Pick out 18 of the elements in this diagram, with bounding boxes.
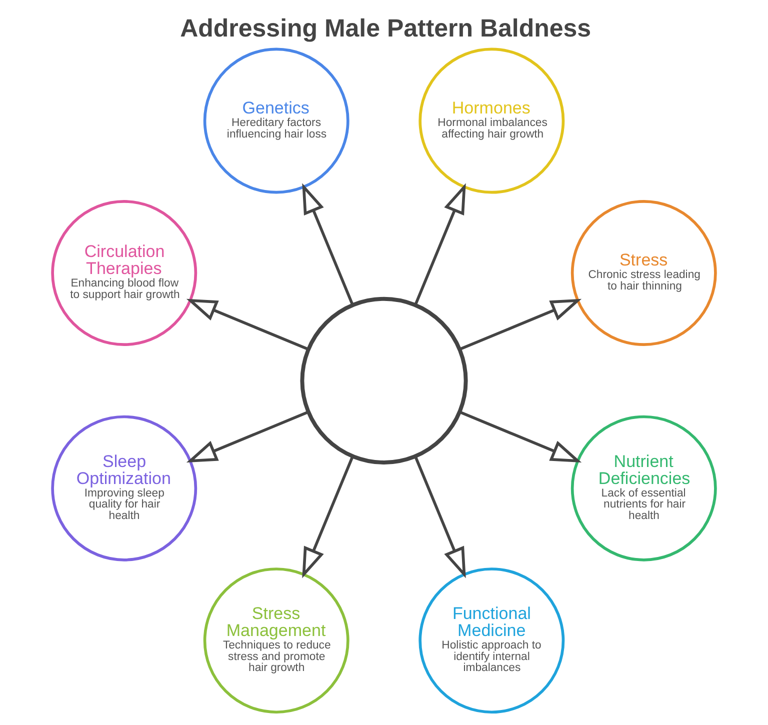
node-circle: Functional Medicine Holistic approach to identify internal imbalances (418, 568, 565, 714)
diagram-title: Addressing Male Pattern Baldness (180, 14, 592, 42)
node-circle: Circulation Therapies Enhancing blood flow to support hair growth (51, 200, 198, 346)
node-circle: Stress Chronic stress leading to hair thinning (570, 200, 717, 346)
arrow (414, 456, 466, 578)
arrow (459, 410, 582, 463)
arrow (186, 410, 309, 463)
arrow (414, 183, 466, 306)
arrow (302, 183, 354, 306)
arrow (459, 298, 582, 351)
arrow (302, 456, 354, 578)
arrow (186, 298, 309, 351)
node-circle: Nutrient Deficiencies Lack of essential nutrients for hair health (570, 415, 717, 562)
node-circle: Hormones Hormonal imbalances affecting hair growth (418, 48, 565, 194)
node-circle: Stress Management Techniques to reduce stress and promote hair growth (203, 568, 350, 714)
node-circle (300, 296, 468, 464)
node-circle: Sleep Optimization Improving sleep quality for hair health (51, 415, 198, 562)
node-circle: Genetics Hereditary factors influencing hair loss (203, 48, 350, 194)
